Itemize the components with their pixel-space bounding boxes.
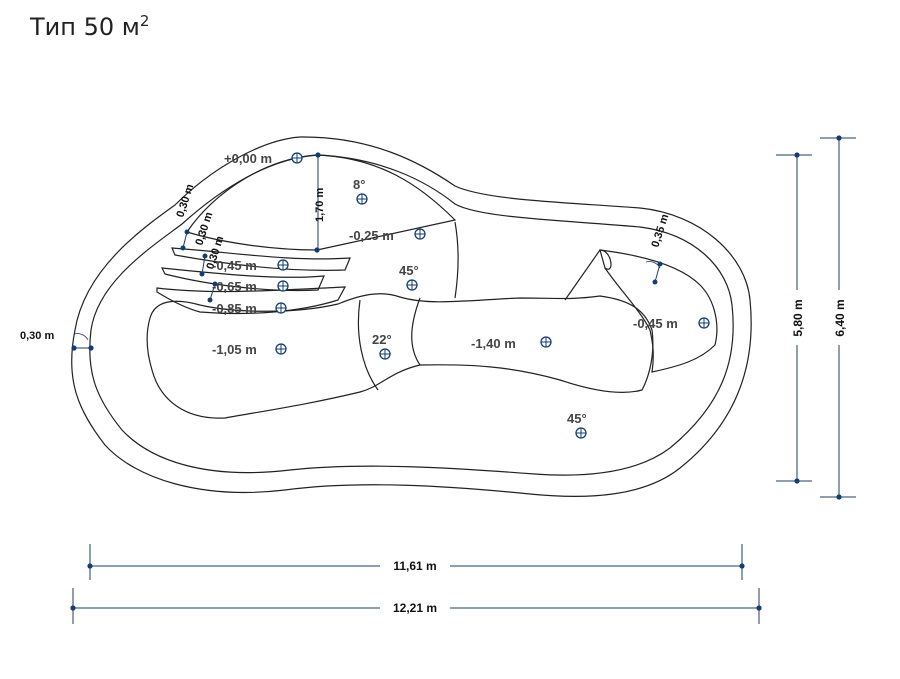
step-1 [171,247,351,271]
right-bay-ramp [564,249,612,301]
angle-marker-3 [379,348,391,360]
depth-marker-3 [277,259,289,271]
angle-marker-2 [406,279,418,291]
step-wall-1-label: 0,30 m [174,182,196,218]
inner-width-dimension: 11,61 m [87,544,745,580]
slope-divider-1 [357,299,379,391]
depth-label-8: -0,45 m [633,316,678,331]
right-wall-dimension: 0,35 m [645,212,672,285]
depth-label-5: -0,85 m [212,301,257,316]
depth-marker-6 [275,343,287,355]
angle-label-4: 45° [567,411,587,426]
outer-height-dimension: 6,40 m [820,135,856,500]
inner-width-label: 11,61 m [393,559,436,573]
depth-marker-5 [275,302,287,314]
left-wall-dimension: 0,30 m [20,330,94,351]
angle-marker-4 [575,427,587,439]
angle-label-2: 45° [399,263,419,278]
depth-marker-2 [414,228,426,240]
angle-label-3: 22° [372,332,392,347]
depth-marker-4 [277,280,289,292]
slope-divider-2 [411,297,421,366]
depth-marker-8 [698,317,710,329]
main-basin-floor [146,293,654,419]
depth-label-4: -0,65 m [212,279,257,294]
left-wall-label: 0,30 m [20,330,54,342]
depth-label-3: -0,45 m [212,258,257,273]
inner-height-label: 5,80 m [791,299,805,336]
inner-height-dimension: 5,80 m [776,152,812,484]
right-bay [599,249,718,373]
slope-divider-3 [454,221,459,299]
pool-outer-edge [71,136,752,497]
right-wall-label: 0,35 m [649,212,671,248]
angle-marker-1 [356,193,368,205]
bench-depth-label: 1,70 m [314,188,326,222]
depth-label-7: -1,40 m [471,336,516,351]
bench-edge [186,154,457,251]
depth-label-6: -1,05 m [212,342,257,357]
outer-width-label: 12,21 m [393,601,437,615]
outer-height-label: 6,40 m [833,299,847,336]
angle-label-1: 8° [353,177,365,192]
pool-inner-edge [89,154,734,476]
depth-marker-7 [540,336,552,348]
bench-depth-dimension: 1,70 m [314,152,326,253]
step-3 [156,286,347,315]
depth-label-2: -0,25 m [349,228,394,243]
depth-label-1: +0,00 m [224,151,272,166]
outer-width-dimension: 12,21 m [70,588,762,624]
step-2 [160,267,325,292]
depth-marker-1 [291,152,303,164]
diagram-title: Тип 50 м2 [30,12,150,41]
